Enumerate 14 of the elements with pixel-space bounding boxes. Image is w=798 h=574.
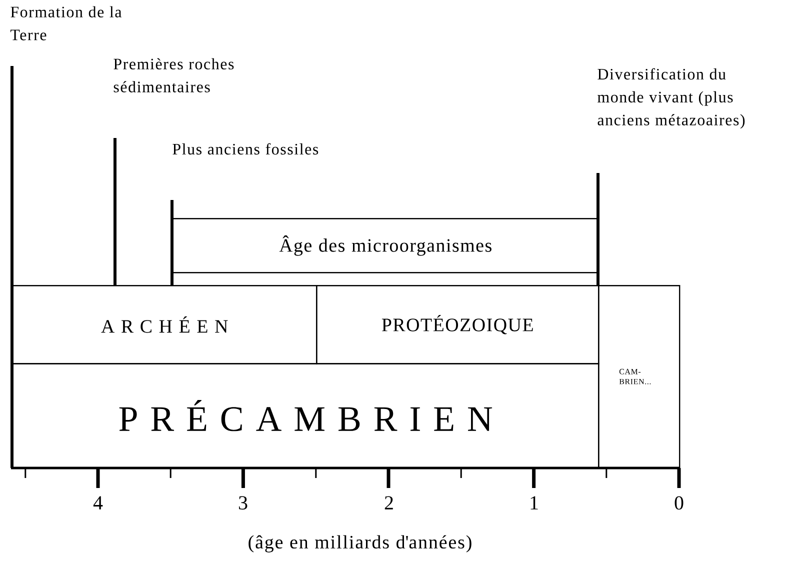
period-band: A R C H É E N xyxy=(12,285,318,364)
axis-title: (âge en milliards d'années) xyxy=(248,535,472,552)
tick-label: 2 xyxy=(384,496,393,510)
period-band: Âge des microorganismes xyxy=(172,218,600,274)
tick-label: 3 xyxy=(238,496,248,510)
event-label: Plus anciens fossiles xyxy=(172,143,318,155)
period-band: P R É C A M B R I E N xyxy=(12,363,600,468)
period-band: PROTÉOZOIQUE xyxy=(316,285,600,364)
event-label: Diversification du monde vivant (plus anciens métazoaires) xyxy=(598,68,745,129)
tick-label: 4 xyxy=(93,496,103,510)
event-label: Formation de la Terre xyxy=(10,6,122,40)
tick-label: 0 xyxy=(674,496,684,510)
tick-label: 1 xyxy=(530,496,538,510)
event-label: Premières roches sédimentaires xyxy=(114,58,234,92)
